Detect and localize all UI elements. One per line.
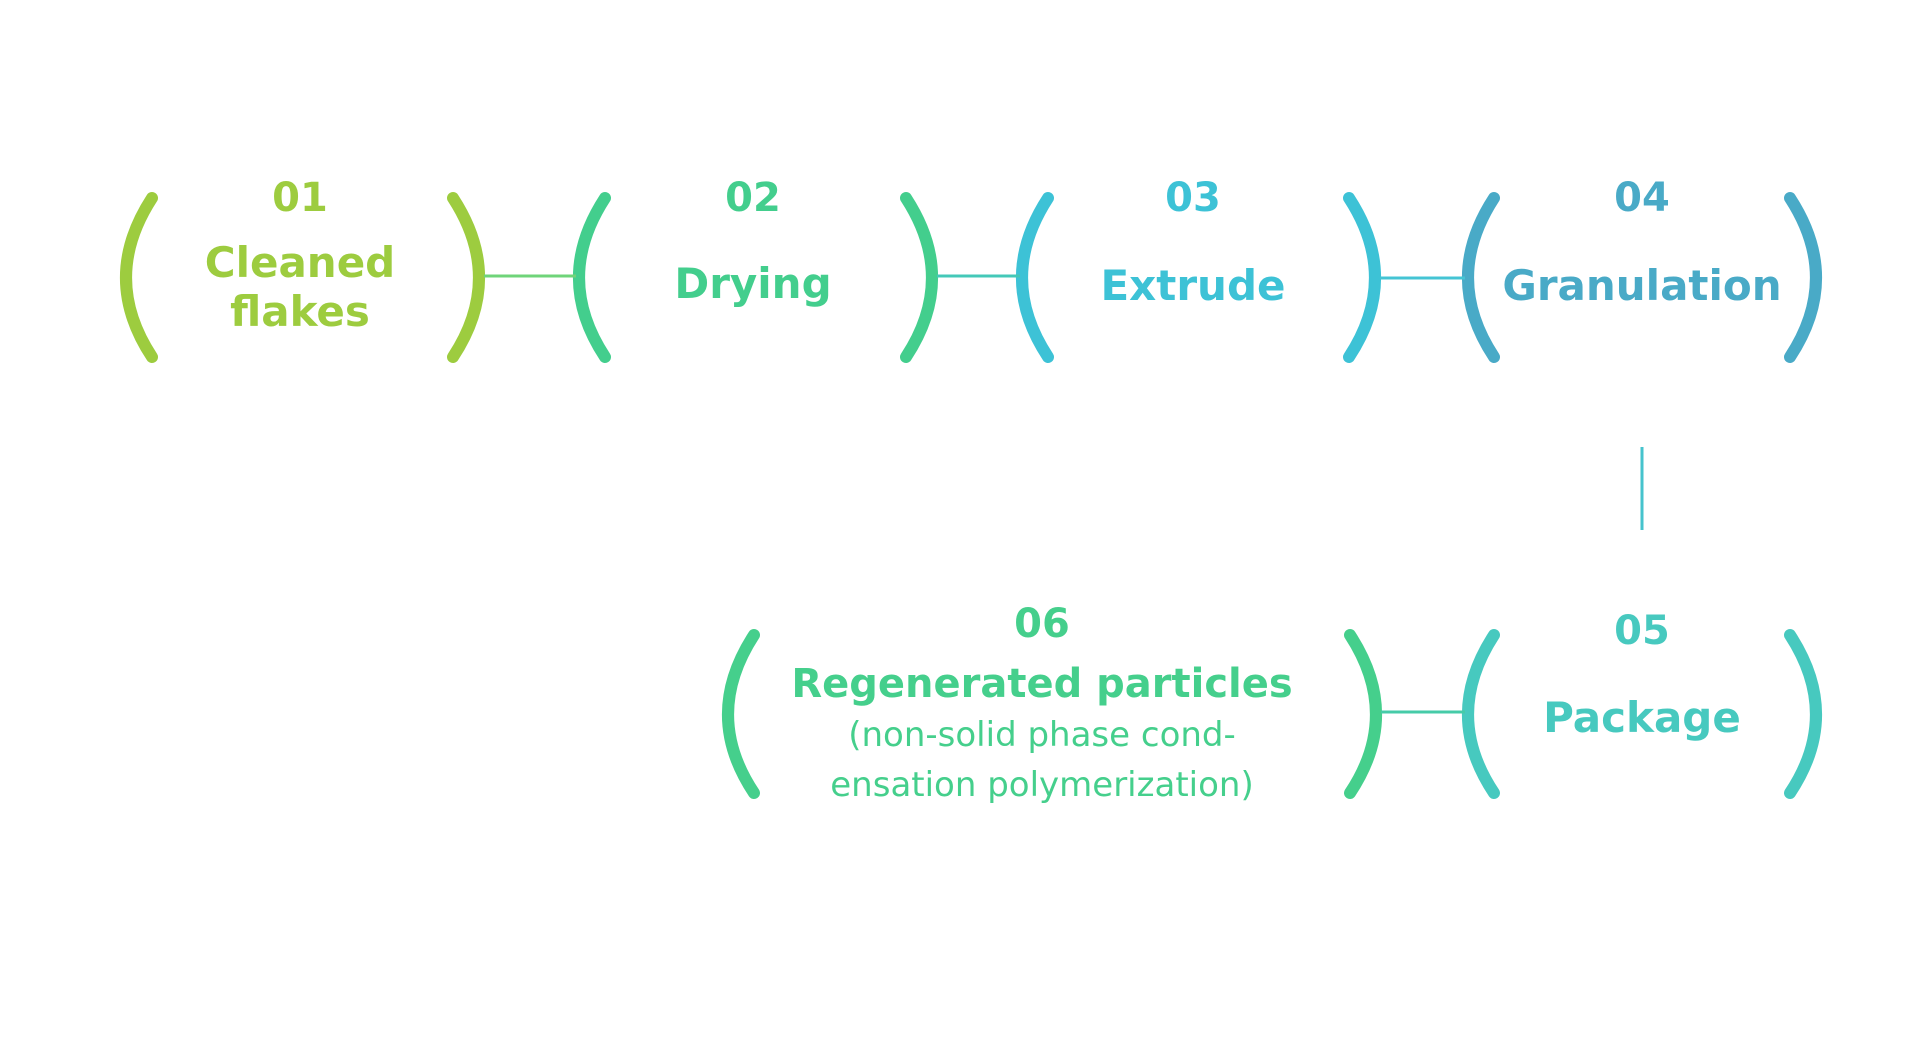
step-04-label: Granulation: [1502, 261, 1782, 310]
step-06-number: 06: [1014, 601, 1070, 647]
step-06-right-bracket: [1344, 629, 1382, 799]
step-01-left-bracket: [120, 192, 158, 363]
step-03-left-bracket: [1016, 192, 1054, 363]
step-02-number: 02: [725, 175, 781, 221]
step-05-label: Package: [1543, 693, 1741, 742]
step-05-number: 05: [1614, 608, 1670, 654]
step-03-number: 03: [1165, 175, 1221, 221]
step-02-label: Drying: [674, 259, 832, 308]
step-03-label: Extrude: [1100, 261, 1286, 310]
step-06-label: Regenerated particles: [791, 661, 1293, 707]
step-06-note-line2: ensation polymerization): [830, 765, 1254, 805]
step-03-right-bracket: [1343, 192, 1381, 363]
step-06-note-line1: (non-solid phase cond-: [848, 715, 1236, 755]
step-04-number: 04: [1614, 175, 1670, 221]
step-02-right-bracket: [900, 192, 938, 363]
step-01-label-line2: flakes: [230, 287, 370, 336]
step-06-left-bracket: [722, 629, 760, 799]
step-01-label-line1: Cleaned: [204, 238, 396, 287]
step-01-number: 01: [272, 175, 328, 221]
step-01-right-bracket: [447, 192, 485, 363]
step-02-left-bracket: [573, 192, 611, 363]
step-04-right-bracket: [1784, 192, 1822, 363]
step-05-left-bracket: [1462, 629, 1500, 799]
step-05-right-bracket: [1784, 629, 1822, 799]
step-04-left-bracket: [1462, 192, 1500, 363]
